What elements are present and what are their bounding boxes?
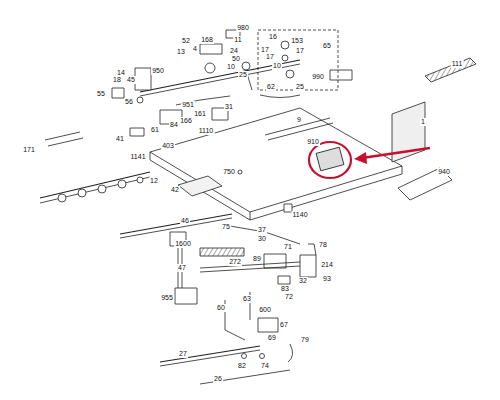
callout-number: 161	[193, 110, 207, 118]
callout-number: 955	[160, 294, 174, 302]
callout-number: 17	[295, 47, 305, 55]
callout-number: 750	[222, 168, 236, 176]
callout-number: 78	[318, 241, 328, 249]
callout-number: 82	[237, 362, 247, 370]
gas-manifold	[140, 60, 300, 92]
callout-number: 30	[257, 235, 267, 243]
callout-number: 42	[170, 186, 180, 194]
callout-number: 47	[177, 264, 187, 272]
callout-number: 25	[295, 83, 305, 91]
callout-number: 980	[236, 24, 250, 32]
group-box	[258, 30, 338, 90]
callout-number: 168	[200, 36, 214, 44]
callout-number: 1	[420, 118, 426, 126]
callout-number: 153	[290, 37, 304, 45]
callout-number: 940	[437, 168, 451, 176]
callout-number: 72	[284, 293, 294, 301]
callout-number: 32	[298, 277, 308, 285]
callout-number: 12	[149, 177, 159, 185]
callout-number: 403	[161, 142, 175, 150]
orifice-holder	[258, 318, 278, 332]
callout-number: 62	[266, 83, 276, 91]
callout-number: 74	[260, 362, 270, 370]
callout-number: 1141	[129, 153, 146, 161]
callout-number: 1140	[291, 211, 308, 219]
burner-box	[150, 108, 402, 212]
valve	[300, 255, 316, 277]
burner-tube	[200, 248, 244, 256]
callout-number: 45	[126, 76, 136, 84]
control-rail	[40, 172, 150, 198]
highlighted-part	[316, 147, 344, 171]
callout-number: 89	[252, 255, 262, 263]
callout-number: 10	[272, 62, 282, 70]
highlight-circle	[309, 142, 351, 178]
arrow-head	[354, 152, 367, 164]
callout-number: 16	[268, 33, 278, 41]
callout-number: 18	[112, 76, 122, 84]
callout-number: 83	[280, 285, 290, 293]
callout-number: 56	[124, 98, 134, 106]
callout-number: 52	[181, 37, 191, 45]
tray-lip	[150, 152, 402, 220]
tray-opening	[178, 176, 222, 196]
callout-number: 1110	[198, 127, 215, 135]
bracket	[398, 168, 452, 200]
gas-pipe	[120, 214, 232, 234]
callout-number: 75	[221, 223, 231, 231]
callout-number: 11	[233, 36, 242, 44]
callout-number: 60	[216, 304, 226, 312]
heat-strip	[425, 58, 476, 82]
callout-number: 84	[169, 121, 179, 129]
callout-number: 24	[229, 47, 239, 55]
callout-number: 166	[179, 117, 193, 125]
callout-number: 63	[242, 295, 252, 303]
callout-number: 17	[265, 53, 275, 61]
callout-number: 67	[279, 321, 289, 329]
callout-number: 31	[224, 103, 234, 111]
callout-number: 214	[320, 261, 334, 269]
callout-number: 10	[226, 63, 236, 71]
callout-number: 37	[257, 226, 267, 234]
highlight-arrow	[362, 148, 430, 158]
callout-number: 13	[176, 48, 186, 56]
callout-number: 46	[180, 217, 190, 225]
callout-number: 50	[231, 55, 241, 63]
callout-number: 1600	[174, 240, 192, 248]
wire-harness	[45, 132, 83, 146]
callout-number: 910	[306, 138, 320, 146]
callout-number: 69	[267, 334, 277, 342]
callout-number: 272	[228, 258, 242, 266]
callout-number: 71	[283, 243, 293, 251]
callout-number: 27	[178, 350, 188, 358]
callout-number: 26	[213, 375, 223, 383]
callout-number: 41	[115, 135, 125, 143]
callout-number: 61	[150, 126, 160, 134]
callout-number: 9	[296, 116, 302, 124]
callout-number: 4	[192, 45, 198, 53]
callout-number: 951	[181, 101, 195, 109]
callout-number: 111	[451, 60, 464, 68]
callout-number: 25	[238, 71, 248, 79]
valve	[200, 44, 222, 54]
callout-number: 171	[22, 146, 36, 154]
callout-number: 65	[322, 42, 332, 50]
callout-number: 55	[96, 90, 106, 98]
oven-burner	[160, 346, 260, 362]
callout-number: 990	[311, 73, 325, 81]
burner-cap	[330, 70, 352, 80]
ignition-switch	[135, 68, 151, 90]
callout-number: 93	[322, 275, 332, 283]
callout-number: 600	[258, 306, 272, 314]
callout-number: 950	[151, 67, 165, 75]
callout-number: 79	[300, 336, 310, 344]
